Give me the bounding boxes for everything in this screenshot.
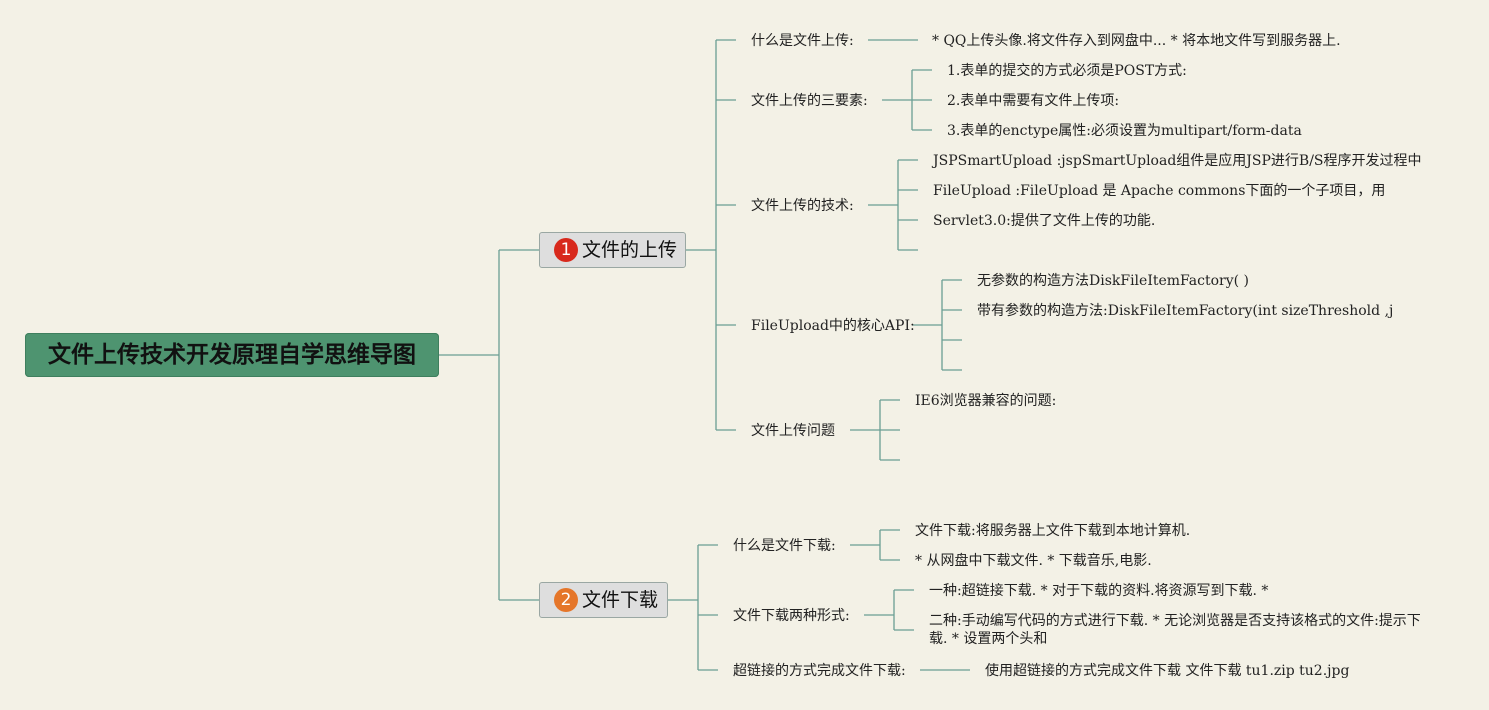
priority-2-icon: 2 <box>554 588 578 612</box>
root-title: 文件上传技术开发原理自学思维导图 <box>48 342 416 368</box>
topic-child[interactable]: 文件下载:将服务器上文件下载到本地计算机. <box>915 523 1191 539</box>
topic-child[interactable]: 无参数的构造方法DiskFileItemFactory( ) <box>977 273 1250 289</box>
topic-upload-tech[interactable]: 文件上传的技术: <box>751 198 854 214</box>
topic-what-is-upload[interactable]: 什么是文件上传: <box>751 33 854 49</box>
topic-child[interactable]: * 从网盘中下载文件. * 下载音乐,电影. <box>915 553 1152 569</box>
branch-title: 文件下载 <box>582 589 659 611</box>
topic-child[interactable]: 1.表单的提交的方式必须是POST方式: <box>947 63 1187 79</box>
topic-hyperlink-download[interactable]: 超链接的方式完成文件下载: <box>733 663 906 679</box>
root-node[interactable]: 文件上传技术开发原理自学思维导图 <box>25 333 439 377</box>
priority-1-icon: 1 <box>554 238 578 262</box>
topic-fileupload-api[interactable]: FileUpload中的核心API: <box>751 318 915 334</box>
topic-download-forms[interactable]: 文件下载两种形式: <box>733 608 850 624</box>
topic-child[interactable]: 带有参数的构造方法:DiskFileItemFactory(int sizeTh… <box>977 303 1394 319</box>
topic-child[interactable]: 2.表单中需要有文件上传项: <box>947 93 1120 109</box>
branch-file-upload[interactable]: 1 文件的上传 <box>539 232 686 268</box>
branch-title: 文件的上传 <box>582 239 678 261</box>
topic-child[interactable]: 使用超链接的方式完成文件下载 文件下载 tu1.zip tu2.jpg <box>985 663 1350 679</box>
topic-child[interactable]: Servlet3.0:提供了文件上传的功能. <box>933 213 1156 229</box>
topic-child[interactable]: FileUpload :FileUpload 是 Apache commons下… <box>933 183 1386 199</box>
topic-child[interactable]: JSPSmartUpload :jspSmartUpload组件是应用JSP进行… <box>933 153 1422 169</box>
topic-child[interactable]: IE6浏览器兼容的问题: <box>915 393 1057 409</box>
topic-child[interactable]: 3.表单的enctype属性:必须设置为multipart/form-data <box>947 123 1302 139</box>
topic-upload-elements[interactable]: 文件上传的三要素: <box>751 93 868 109</box>
topic-child[interactable]: * QQ上传头像.将文件存入到网盘中... * 将本地文件写到服务器上. <box>932 33 1341 49</box>
topic-child[interactable]: 一种:超链接下载. * 对于下载的资料.将资源写到下载. * <box>929 583 1269 599</box>
branch-file-download[interactable]: 2 文件下载 <box>539 582 668 618</box>
topic-child[interactable]: 二种:手动编写代码的方式进行下载. * 无论浏览器是否支持该格式的文件:提示下载… <box>929 613 1421 647</box>
topic-what-is-download[interactable]: 什么是文件下载: <box>733 538 836 554</box>
topic-upload-issues[interactable]: 文件上传问题 <box>751 423 835 439</box>
